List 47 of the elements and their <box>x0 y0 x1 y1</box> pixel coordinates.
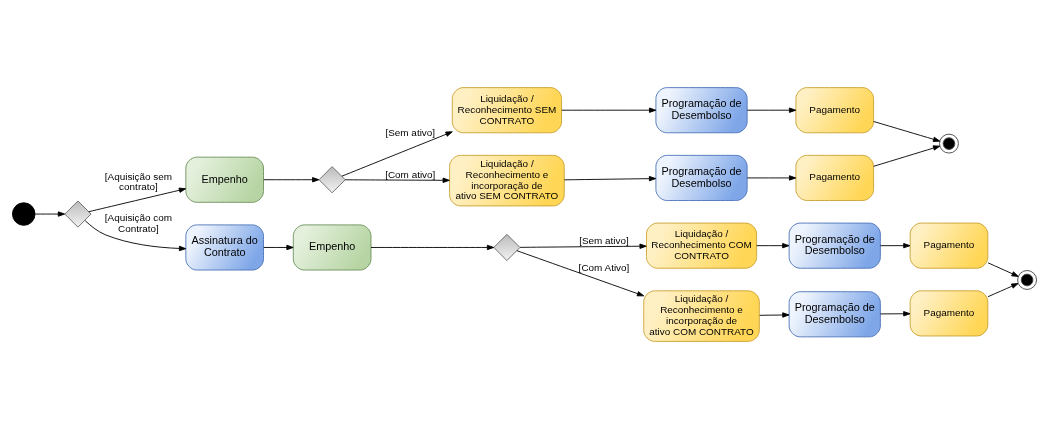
node-box: Empenho <box>292 223 372 270</box>
arrow <box>344 177 450 183</box>
arrow <box>987 282 1019 297</box>
arrow <box>561 107 657 113</box>
arrow <box>987 261 1019 277</box>
edge-label: [Sem ativo] <box>385 126 436 138</box>
node-box: Pagamento <box>795 86 875 133</box>
arrow <box>341 130 453 177</box>
edge-label: [Com Ativo] <box>578 261 630 273</box>
edge-label: [Aquisição com Contrato] <box>104 211 173 234</box>
edge-label: [Com ativo] <box>385 168 436 180</box>
node-box: Liquidação / Reconhecimento e incorporação de ativo COM CONTRATO <box>643 289 760 342</box>
node-box: Pagamento <box>795 154 875 201</box>
arrow <box>879 310 911 316</box>
arrow <box>873 144 941 167</box>
node-circle <box>12 201 36 226</box>
arrow <box>263 176 320 182</box>
node-box: Programação de Desembolso <box>655 86 748 133</box>
arrow <box>84 219 187 251</box>
arrow <box>746 107 797 113</box>
arrow <box>746 174 797 181</box>
node-box: Programação de Desembolso <box>655 154 748 201</box>
arrow <box>759 311 790 318</box>
arrow <box>879 242 911 248</box>
node-diamond <box>318 165 346 193</box>
edge-label: [Aquisição sem contrato] <box>104 170 173 192</box>
node-box: Programação de Desembolso <box>788 222 881 269</box>
arrow <box>34 210 66 217</box>
edge-label: [Sem ativo] <box>579 234 629 246</box>
node-box: Pagamento <box>909 289 989 336</box>
arrow <box>519 243 647 249</box>
arrow <box>263 244 294 250</box>
arrow <box>516 249 645 296</box>
node-box: Programação de Desembolso <box>788 290 881 337</box>
node-box: Pagamento <box>909 222 989 269</box>
node-diamond <box>64 200 92 228</box>
node-box: Liquidação / Reconhecimento e incorporação de ativo SEM CONTRATO <box>449 154 565 206</box>
arrow <box>370 244 495 250</box>
arrow <box>873 120 941 142</box>
node-box: Assinatura do Contrato <box>185 223 264 270</box>
node-box: Empenho <box>185 156 264 203</box>
arrow <box>563 175 657 181</box>
arrow <box>88 187 187 212</box>
node-box: Liquidação / Reconhecimento SEM CONTRATO <box>451 86 562 133</box>
node-box: Liquidação / Reconhecimento COM CONTRATO <box>646 222 758 269</box>
node-diamond <box>493 233 521 261</box>
arrow <box>756 242 790 248</box>
